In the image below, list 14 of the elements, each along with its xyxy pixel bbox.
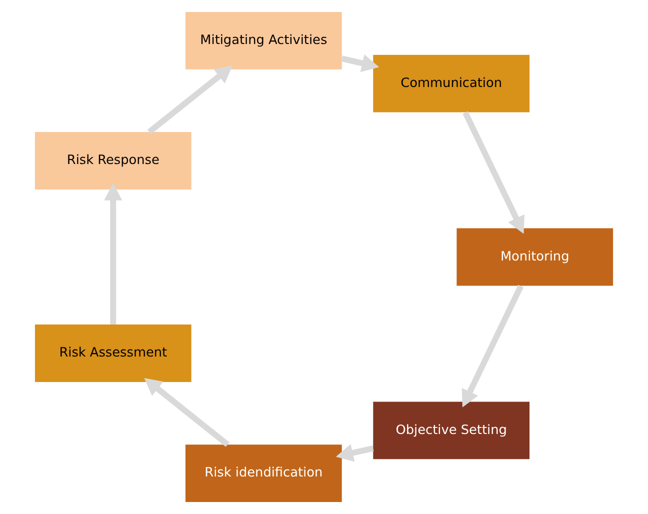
- node-box: Communication: [373, 54, 530, 112]
- node-box: Risk Response: [34, 132, 192, 190]
- node-box: Mitigating Activities: [185, 12, 342, 70]
- arrow: [147, 65, 233, 134]
- arrow: [341, 54, 380, 72]
- arrow: [462, 284, 524, 408]
- arrow: [104, 183, 122, 324]
- node-box: Risk idendification: [185, 444, 342, 502]
- arrow: [336, 444, 374, 462]
- arrow: [144, 378, 230, 447]
- node-box: Monitoring: [456, 228, 614, 286]
- node-box: Risk Assessment: [34, 324, 192, 382]
- arrow: [462, 111, 524, 234]
- node-box: Objective Setting: [373, 402, 530, 460]
